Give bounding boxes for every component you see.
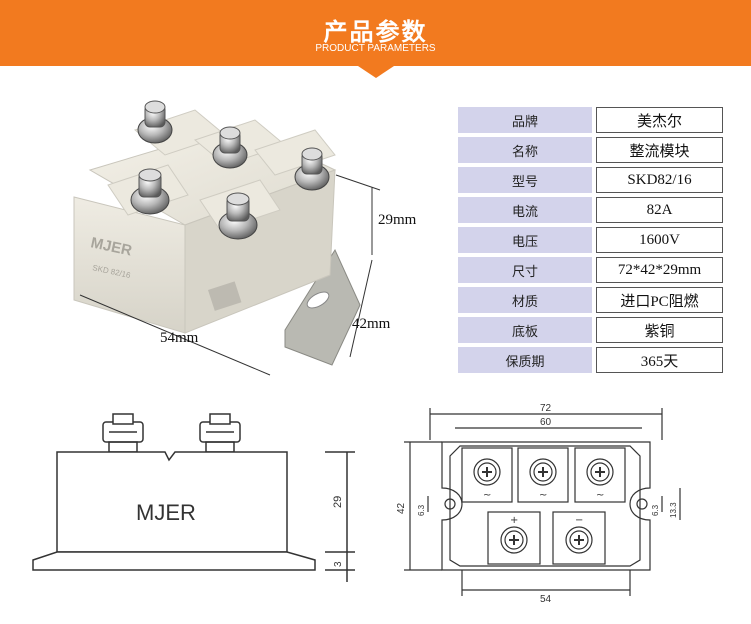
side-view-brand: MJER bbox=[136, 500, 196, 525]
terminal-mark: ~ bbox=[539, 490, 547, 501]
param-key: 底板 bbox=[458, 317, 592, 343]
terminal-screw bbox=[137, 100, 173, 144]
header-banner: 产品参数 PRODUCT PARAMETERS bbox=[0, 0, 751, 66]
top-view-drawing: ~ ~ ~ + − 72 60 54 42 6.3 6.3 13.3 bbox=[396, 403, 681, 605]
param-value: SKD82/16 bbox=[596, 167, 723, 193]
top-dim-left-slot: 6.3 bbox=[417, 504, 426, 516]
param-row: 材质进口PC阻燃 bbox=[458, 287, 723, 313]
top-dim-base-width: 54 bbox=[540, 594, 552, 605]
param-value: 365天 bbox=[596, 347, 723, 373]
top-dim-overall: 72 bbox=[540, 403, 552, 414]
photo-dim-height: 29mm bbox=[378, 212, 417, 228]
param-row: 品牌美杰尔 bbox=[458, 107, 723, 133]
param-value: 82A bbox=[596, 197, 723, 223]
page-subtitle: PRODUCT PARAMETERS bbox=[315, 43, 436, 54]
param-value: 紫铜 bbox=[596, 317, 723, 343]
side-dim-height: 29 bbox=[332, 496, 344, 508]
param-value: 1600V bbox=[596, 227, 723, 253]
param-value: 进口PC阻燃 bbox=[596, 287, 723, 313]
banner-arrow bbox=[358, 66, 394, 78]
param-value: 美杰尔 bbox=[596, 107, 723, 133]
param-key: 名称 bbox=[458, 137, 592, 163]
param-key: 电流 bbox=[458, 197, 592, 223]
param-value: 整流模块 bbox=[596, 137, 723, 163]
side-dim-base: 3 bbox=[333, 561, 344, 567]
param-row: 名称整流模块 bbox=[458, 137, 723, 163]
terminal-mark: ~ bbox=[483, 490, 491, 501]
side-view-drawing: MJER 29 3 bbox=[32, 413, 355, 582]
param-key: 材质 bbox=[458, 287, 592, 313]
param-key: 型号 bbox=[458, 167, 592, 193]
param-key: 尺寸 bbox=[458, 257, 592, 283]
qr-label bbox=[208, 281, 242, 311]
product-photo: MJER SKD 82/16 bbox=[73, 100, 381, 376]
param-row: 底板紫铜 bbox=[458, 317, 723, 343]
param-key: 保质期 bbox=[458, 347, 592, 373]
top-dim-holes: 60 bbox=[540, 417, 552, 428]
photo-dim-depth: 42mm bbox=[352, 316, 391, 332]
top-dim-slot: 6.3 bbox=[651, 504, 660, 516]
top-dim-height: 42 bbox=[396, 502, 407, 514]
param-key: 品牌 bbox=[458, 107, 592, 133]
param-value: 72*42*29mm bbox=[596, 257, 723, 283]
terminal-mark: ~ bbox=[596, 490, 604, 501]
top-dim-slot-outer: 13.3 bbox=[669, 502, 678, 518]
terminal-mark: − bbox=[575, 515, 583, 526]
terminal-mark: + bbox=[510, 515, 518, 526]
page-title: 产品参数 bbox=[323, 18, 428, 46]
photo-dim-width: 54mm bbox=[160, 330, 199, 346]
param-key: 电压 bbox=[458, 227, 592, 253]
